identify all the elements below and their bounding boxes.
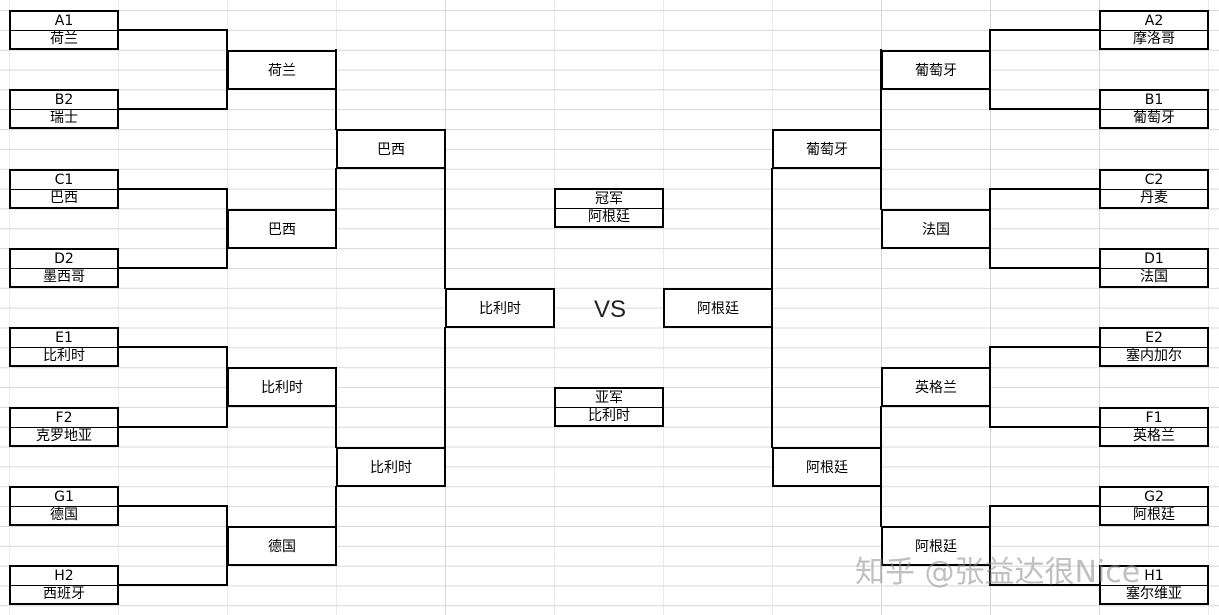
watermark-text: 知乎 @张益达很Nice (855, 555, 1141, 590)
seed-label: C1 (11, 171, 117, 190)
team-name: 塞尔维亚 (1126, 586, 1182, 602)
seed-label: H2 (11, 567, 117, 586)
seed-label: B2 (11, 91, 117, 110)
left-r16-box-3: C1 巴西 (9, 169, 119, 209)
team-name: 法国 (1140, 269, 1168, 285)
right-semi-1: 葡萄牙 (772, 129, 882, 169)
team-name: 塞内加尔 (1126, 348, 1182, 364)
team-name: 德国 (50, 507, 78, 523)
right-quarter-2: 法国 (881, 209, 991, 249)
team-name: 荷兰 (50, 31, 78, 47)
seed-label: G2 (1101, 488, 1207, 507)
runner-up-box: 亚军 比利时 (554, 387, 664, 427)
right-r16-box-2: B1 葡萄牙 (1099, 89, 1209, 129)
team-name: 摩洛哥 (1133, 31, 1175, 47)
right-r16-box-5: E2 塞内加尔 (1099, 327, 1209, 367)
right-quarter-4: 阿根廷 (881, 526, 991, 566)
right-quarter-1: 葡萄牙 (881, 50, 991, 90)
right-finalist: 阿根廷 (663, 288, 773, 328)
left-r16-box-6: F2 克罗地亚 (9, 407, 119, 447)
team-name: 葡萄牙 (1133, 110, 1175, 126)
team-name: 瑞士 (50, 110, 78, 126)
seed-label: B1 (1101, 91, 1207, 110)
seed-label: E2 (1101, 329, 1207, 348)
right-quarter-3: 英格兰 (881, 367, 991, 407)
team-name: 西班牙 (43, 586, 85, 602)
right-r16-box-3: C2 丹麦 (1099, 169, 1209, 209)
team-name: 克罗地亚 (36, 428, 92, 444)
runner-up-label: 亚军 (556, 389, 662, 408)
left-r16-box-7: G1 德国 (9, 486, 119, 526)
team-name: 巴西 (50, 190, 78, 206)
right-semi-2: 阿根廷 (772, 447, 882, 487)
left-r16-box-2: B2 瑞士 (9, 89, 119, 129)
vs-label: VS (593, 296, 626, 323)
seed-label: D2 (11, 250, 117, 269)
right-r16-box-1: A2 摩洛哥 (1099, 10, 1209, 50)
seed-label: F2 (11, 409, 117, 428)
left-semi-1: 巴西 (336, 129, 446, 169)
team-name: 比利时 (43, 348, 85, 364)
right-r16-box-8: H1 塞尔维亚 (1099, 565, 1209, 605)
team-name: 丹麦 (1140, 190, 1168, 206)
seed-label: H1 (1101, 567, 1207, 586)
seed-label: G1 (11, 488, 117, 507)
seed-label: A1 (11, 12, 117, 31)
left-r16-box-8: H2 西班牙 (9, 565, 119, 605)
team-name: 阿根廷 (1133, 507, 1175, 523)
runner-up-team: 比利时 (588, 408, 630, 424)
champion-box: 冠军 阿根廷 (554, 188, 664, 228)
team-name: 墨西哥 (43, 269, 85, 285)
seed-label: D1 (1101, 250, 1207, 269)
right-r16-box-4: D1 法国 (1099, 248, 1209, 288)
right-r16-box-7: G2 阿根廷 (1099, 486, 1209, 526)
left-semi-2: 比利时 (336, 447, 446, 487)
left-r16-box-4: D2 墨西哥 (9, 248, 119, 288)
left-r16-box-5: E1 比利时 (9, 327, 119, 367)
seed-label: E1 (11, 329, 117, 348)
left-quarter-2: 巴西 (227, 209, 337, 249)
left-quarter-4: 德国 (227, 526, 337, 566)
seed-label: C2 (1101, 171, 1207, 190)
left-quarter-1: 荷兰 (227, 50, 337, 90)
right-r16-box-6: F1 英格兰 (1099, 407, 1209, 447)
left-finalist: 比利时 (445, 288, 555, 328)
seed-label: F1 (1101, 409, 1207, 428)
seed-label: A2 (1101, 12, 1207, 31)
left-r16-box-1: A1 荷兰 (9, 10, 119, 50)
team-name: 英格兰 (1133, 428, 1175, 444)
champion-label: 冠军 (556, 190, 662, 209)
champion-team: 阿根廷 (588, 209, 630, 225)
left-quarter-3: 比利时 (227, 367, 337, 407)
